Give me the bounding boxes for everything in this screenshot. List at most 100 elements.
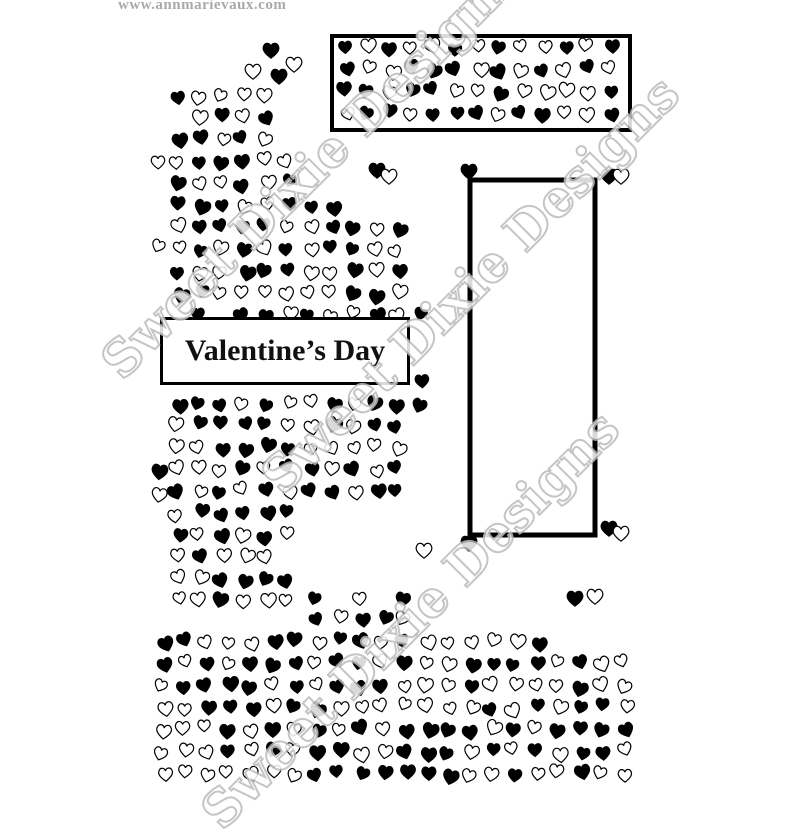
outline-heart-icon	[212, 285, 227, 301]
outline-heart-icon	[168, 438, 185, 455]
outline-heart-icon	[264, 676, 279, 691]
filled-heart-icon	[359, 105, 374, 121]
filled-heart-icon	[212, 398, 227, 413]
outline-heart-icon	[487, 632, 502, 648]
filled-heart-icon	[265, 657, 281, 674]
filled-heart-icon	[468, 104, 483, 120]
outline-heart-icon	[548, 679, 564, 694]
outline-heart-icon	[197, 634, 212, 650]
outline-heart-icon	[367, 241, 383, 257]
filled-heart-icon	[219, 723, 236, 740]
filled-heart-icon	[487, 657, 501, 672]
outline-heart-icon	[617, 678, 633, 694]
outline-heart-icon	[402, 107, 418, 122]
filled-heart-icon	[312, 723, 327, 738]
outline-heart-icon	[612, 525, 630, 542]
outline-heart-icon	[417, 676, 434, 694]
outline-heart-icon	[528, 677, 543, 692]
filled-heart-icon	[338, 40, 352, 55]
outline-heart-icon	[300, 284, 315, 300]
outline-heart-icon	[188, 439, 204, 455]
filled-heart-icon	[491, 40, 506, 55]
filled-heart-icon	[261, 436, 277, 453]
outline-heart-icon	[382, 85, 398, 100]
outline-heart-icon	[197, 719, 211, 733]
filled-heart-icon	[381, 42, 397, 58]
outline-heart-icon	[331, 722, 346, 737]
filled-heart-icon	[267, 634, 284, 651]
filled-heart-icon	[328, 652, 344, 668]
filled-heart-icon	[422, 722, 440, 739]
filled-heart-icon	[176, 631, 191, 647]
filled-heart-icon	[238, 442, 255, 459]
outline-heart-icon	[157, 701, 174, 718]
hearts-layer	[150, 37, 636, 786]
filled-heart-icon	[344, 220, 361, 237]
filled-heart-icon	[450, 106, 465, 121]
filled-heart-icon	[356, 766, 371, 780]
filled-heart-icon	[460, 163, 478, 180]
outline-heart-icon	[178, 764, 193, 779]
filled-heart-icon	[527, 743, 543, 758]
filled-heart-icon	[233, 154, 250, 170]
outline-heart-icon	[222, 656, 236, 671]
outline-heart-icon	[260, 174, 277, 191]
outline-heart-icon	[152, 238, 166, 253]
outline-heart-icon	[592, 676, 608, 693]
filled-heart-icon	[288, 656, 303, 671]
filled-heart-icon	[425, 108, 440, 122]
filled-heart-icon	[566, 590, 584, 607]
outline-heart-icon	[216, 548, 233, 564]
filled-heart-icon	[327, 397, 343, 413]
filled-heart-icon	[220, 744, 235, 759]
outline-heart-icon	[242, 723, 259, 740]
outline-heart-icon	[464, 744, 481, 761]
filled-heart-icon	[345, 242, 360, 256]
outline-heart-icon	[487, 718, 504, 736]
filled-heart-icon	[213, 415, 228, 430]
outline-heart-icon	[471, 39, 486, 53]
filled-heart-icon	[414, 374, 430, 389]
outline-heart-icon	[158, 767, 174, 782]
filled-heart-icon	[572, 654, 587, 670]
filled-heart-icon	[279, 504, 294, 518]
filled-heart-icon	[289, 680, 304, 694]
outline-heart-icon	[234, 527, 252, 544]
filled-heart-icon	[343, 460, 359, 477]
outline-heart-icon	[593, 765, 608, 780]
filled-heart-icon	[576, 746, 591, 761]
outline-heart-icon	[258, 131, 274, 147]
outline-heart-icon	[324, 440, 339, 455]
filled-heart-icon	[406, 82, 421, 97]
outline-heart-icon	[398, 696, 412, 711]
filled-heart-icon	[171, 132, 189, 149]
outline-heart-icon	[372, 697, 387, 713]
filled-heart-icon	[573, 721, 588, 736]
outline-heart-icon	[340, 106, 355, 121]
filled-heart-icon	[534, 107, 551, 124]
filled-heart-icon	[579, 58, 594, 74]
outline-heart-icon	[212, 265, 227, 280]
filled-heart-icon	[310, 701, 327, 719]
filled-heart-icon	[257, 416, 271, 431]
outline-heart-icon	[552, 747, 569, 764]
filled-heart-icon	[232, 178, 249, 195]
outline-heart-icon	[242, 765, 259, 783]
outline-heart-icon	[449, 83, 465, 98]
filled-heart-icon	[326, 219, 341, 234]
filled-heart-icon	[195, 677, 211, 693]
outline-heart-icon	[461, 768, 477, 783]
outline-heart-icon	[283, 305, 299, 322]
outline-heart-icon	[346, 305, 361, 319]
filled-heart-icon	[195, 503, 211, 518]
corner-hearts	[244, 42, 630, 607]
outline-heart-icon	[276, 153, 292, 169]
outline-heart-icon	[490, 107, 506, 123]
filled-heart-icon	[387, 459, 401, 474]
filled-heart-icon	[486, 742, 501, 757]
outline-heart-icon	[402, 41, 417, 55]
outline-heart-icon	[373, 635, 389, 650]
outline-heart-icon	[538, 40, 553, 54]
outline-heart-icon	[153, 746, 169, 761]
filled-heart-icon	[329, 764, 343, 778]
